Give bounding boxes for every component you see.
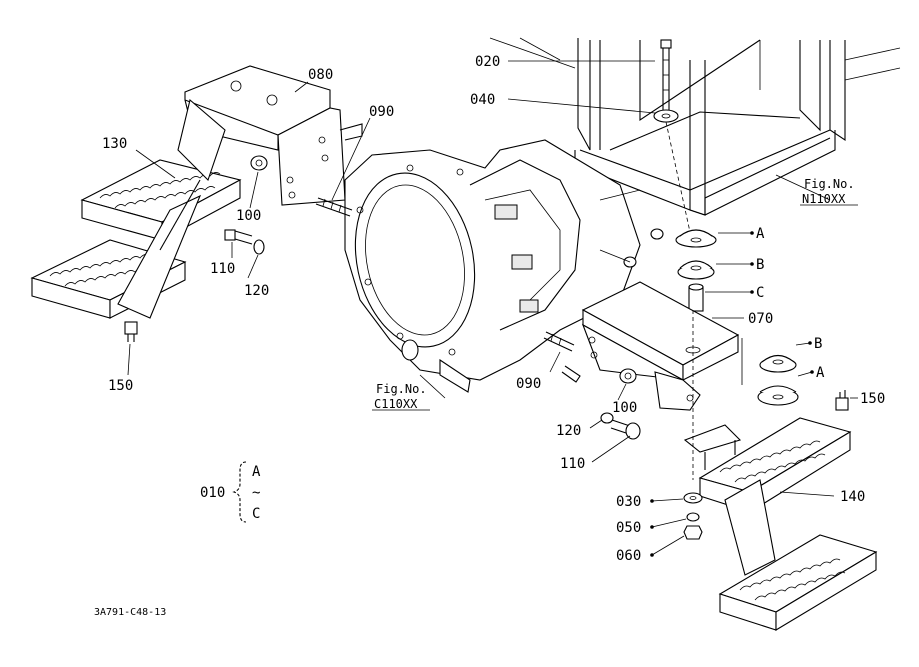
- step-130: [30, 98, 242, 319]
- bracket-080: [184, 65, 363, 206]
- washer-040: [653, 109, 679, 123]
- label-140: 140: [840, 489, 865, 505]
- bolt-110-left: [224, 229, 253, 245]
- bolt-150-left: [124, 321, 138, 342]
- bolt-110-right: [610, 419, 641, 440]
- label-110-left: 110: [210, 261, 235, 277]
- label-A-bottom: A: [816, 365, 825, 381]
- stud-090-bottom: [543, 331, 575, 352]
- label-070: 070: [748, 311, 773, 327]
- set-range-start: A: [252, 464, 261, 480]
- label-090-bottom: 090: [516, 376, 541, 392]
- cushion-A-bottom: [757, 385, 799, 406]
- set-number: 010: [200, 485, 225, 501]
- cab-frame: [489, 37, 901, 216]
- stud-090-top: [315, 197, 353, 217]
- washer-120-right: [600, 412, 614, 424]
- bracket-070: [561, 281, 740, 411]
- label-A-top: A: [756, 226, 765, 242]
- label-B-top: B: [756, 257, 764, 273]
- washer-030: [683, 492, 703, 504]
- cushion-B-bottom: [759, 354, 797, 373]
- set-callout: 010 A ~ C: [200, 464, 261, 522]
- cushion-B-top: [677, 260, 715, 280]
- fig-ref-n110xx-title: Fig.No.: [804, 177, 855, 191]
- fig-ref-n110xx-code: N110XX: [802, 192, 846, 206]
- label-040: 040: [470, 92, 495, 108]
- label-080: 080: [308, 67, 333, 83]
- leader-dots: [650, 231, 814, 557]
- set-range-end: C: [252, 506, 260, 522]
- fig-ref-c110xx-code: C110XX: [374, 397, 418, 411]
- fig-ref-c110xx-title: Fig.No.: [376, 382, 427, 396]
- set-brace: [232, 461, 247, 523]
- label-050: 050: [616, 520, 641, 536]
- label-090-top: 090: [369, 104, 394, 120]
- collar-C: [688, 283, 704, 312]
- drawing-code: 3A791-C48-13: [94, 607, 166, 618]
- label-150-right: 150: [860, 391, 885, 407]
- bolt-150-right: [835, 390, 849, 411]
- part-number-labels: 020 040 080 090 130 100 110 120 150 A B …: [102, 54, 885, 564]
- label-060: 060: [616, 548, 641, 564]
- set-range-separator: ~: [252, 485, 260, 501]
- washer-120-left: [253, 239, 265, 255]
- label-120-right: 120: [556, 423, 581, 439]
- step-140: [683, 417, 878, 631]
- label-C: C: [756, 285, 764, 301]
- label-100-right: 100: [612, 400, 637, 416]
- figure-references: Fig.No. N110XX Fig.No. C110XX: [374, 177, 855, 411]
- nut-100-right: [619, 368, 637, 384]
- label-120-left: 120: [244, 283, 269, 299]
- label-020: 020: [475, 54, 500, 70]
- label-100-left: 100: [236, 208, 261, 224]
- bolt-020: [660, 39, 672, 110]
- cushion-A-top: [675, 229, 717, 248]
- nut-060: [683, 525, 703, 540]
- nut-100-left: [250, 155, 268, 171]
- washer-050: [686, 512, 700, 522]
- label-110-right: 110: [560, 456, 585, 472]
- leader-lines: [127, 60, 858, 556]
- label-150-left: 150: [108, 378, 133, 394]
- label-B-bottom: B: [814, 336, 822, 352]
- label-130: 130: [102, 136, 127, 152]
- label-030: 030: [616, 494, 641, 510]
